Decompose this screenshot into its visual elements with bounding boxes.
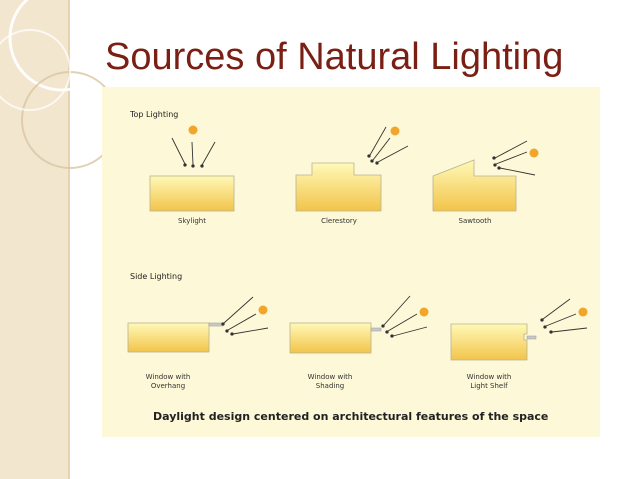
overhang-building	[127, 322, 210, 353]
sun-icon	[419, 307, 429, 317]
sun-icon	[578, 307, 588, 317]
light-rays	[221, 296, 269, 336]
sun-icon	[188, 125, 198, 135]
sun-icon	[529, 148, 539, 158]
light-rays	[492, 140, 536, 176]
light-shelf-building	[450, 323, 528, 361]
decorative-rings	[0, 0, 119, 169]
caption-clerestory: Clerestory	[321, 217, 357, 225]
sun-icon	[390, 126, 400, 136]
caption-line: Shading	[315, 382, 345, 390]
caption-shading: Window with Shading	[290, 373, 370, 391]
light-rays	[171, 137, 216, 168]
caption-line: Window with	[145, 373, 191, 381]
caption-line: Overhang	[150, 382, 186, 390]
caption-line: Window with	[466, 373, 512, 381]
diagram-panel	[102, 87, 600, 437]
slide-title: Sources of Natural Lighting	[105, 36, 564, 78]
caption-overhang: Window with Overhang	[128, 373, 208, 391]
light-rays	[540, 298, 588, 334]
shading-building	[289, 322, 372, 354]
top-lighting-label: Top Lighting	[130, 110, 179, 119]
side-lighting-label: Side Lighting	[130, 272, 183, 281]
caption-sawtooth: Sawtooth	[458, 217, 492, 225]
caption-light-shelf: Window with Light Shelf	[449, 373, 529, 391]
sun-icon	[258, 305, 268, 315]
caption-line: Window with	[307, 373, 353, 381]
overhang	[208, 322, 224, 327]
light-rays	[367, 126, 409, 165]
light-shelf	[526, 335, 537, 340]
diagram-caption: Daylight design centered on architectura…	[153, 410, 549, 423]
light-rays	[381, 295, 428, 338]
shading-device	[370, 327, 382, 332]
caption-line: Light Shelf	[470, 382, 508, 390]
caption-skylight: Skylight	[178, 217, 206, 225]
left-decor-strip	[0, 0, 70, 479]
skylight-building	[149, 175, 235, 212]
clerestory-building	[295, 162, 382, 212]
sawtooth-building	[432, 159, 517, 212]
